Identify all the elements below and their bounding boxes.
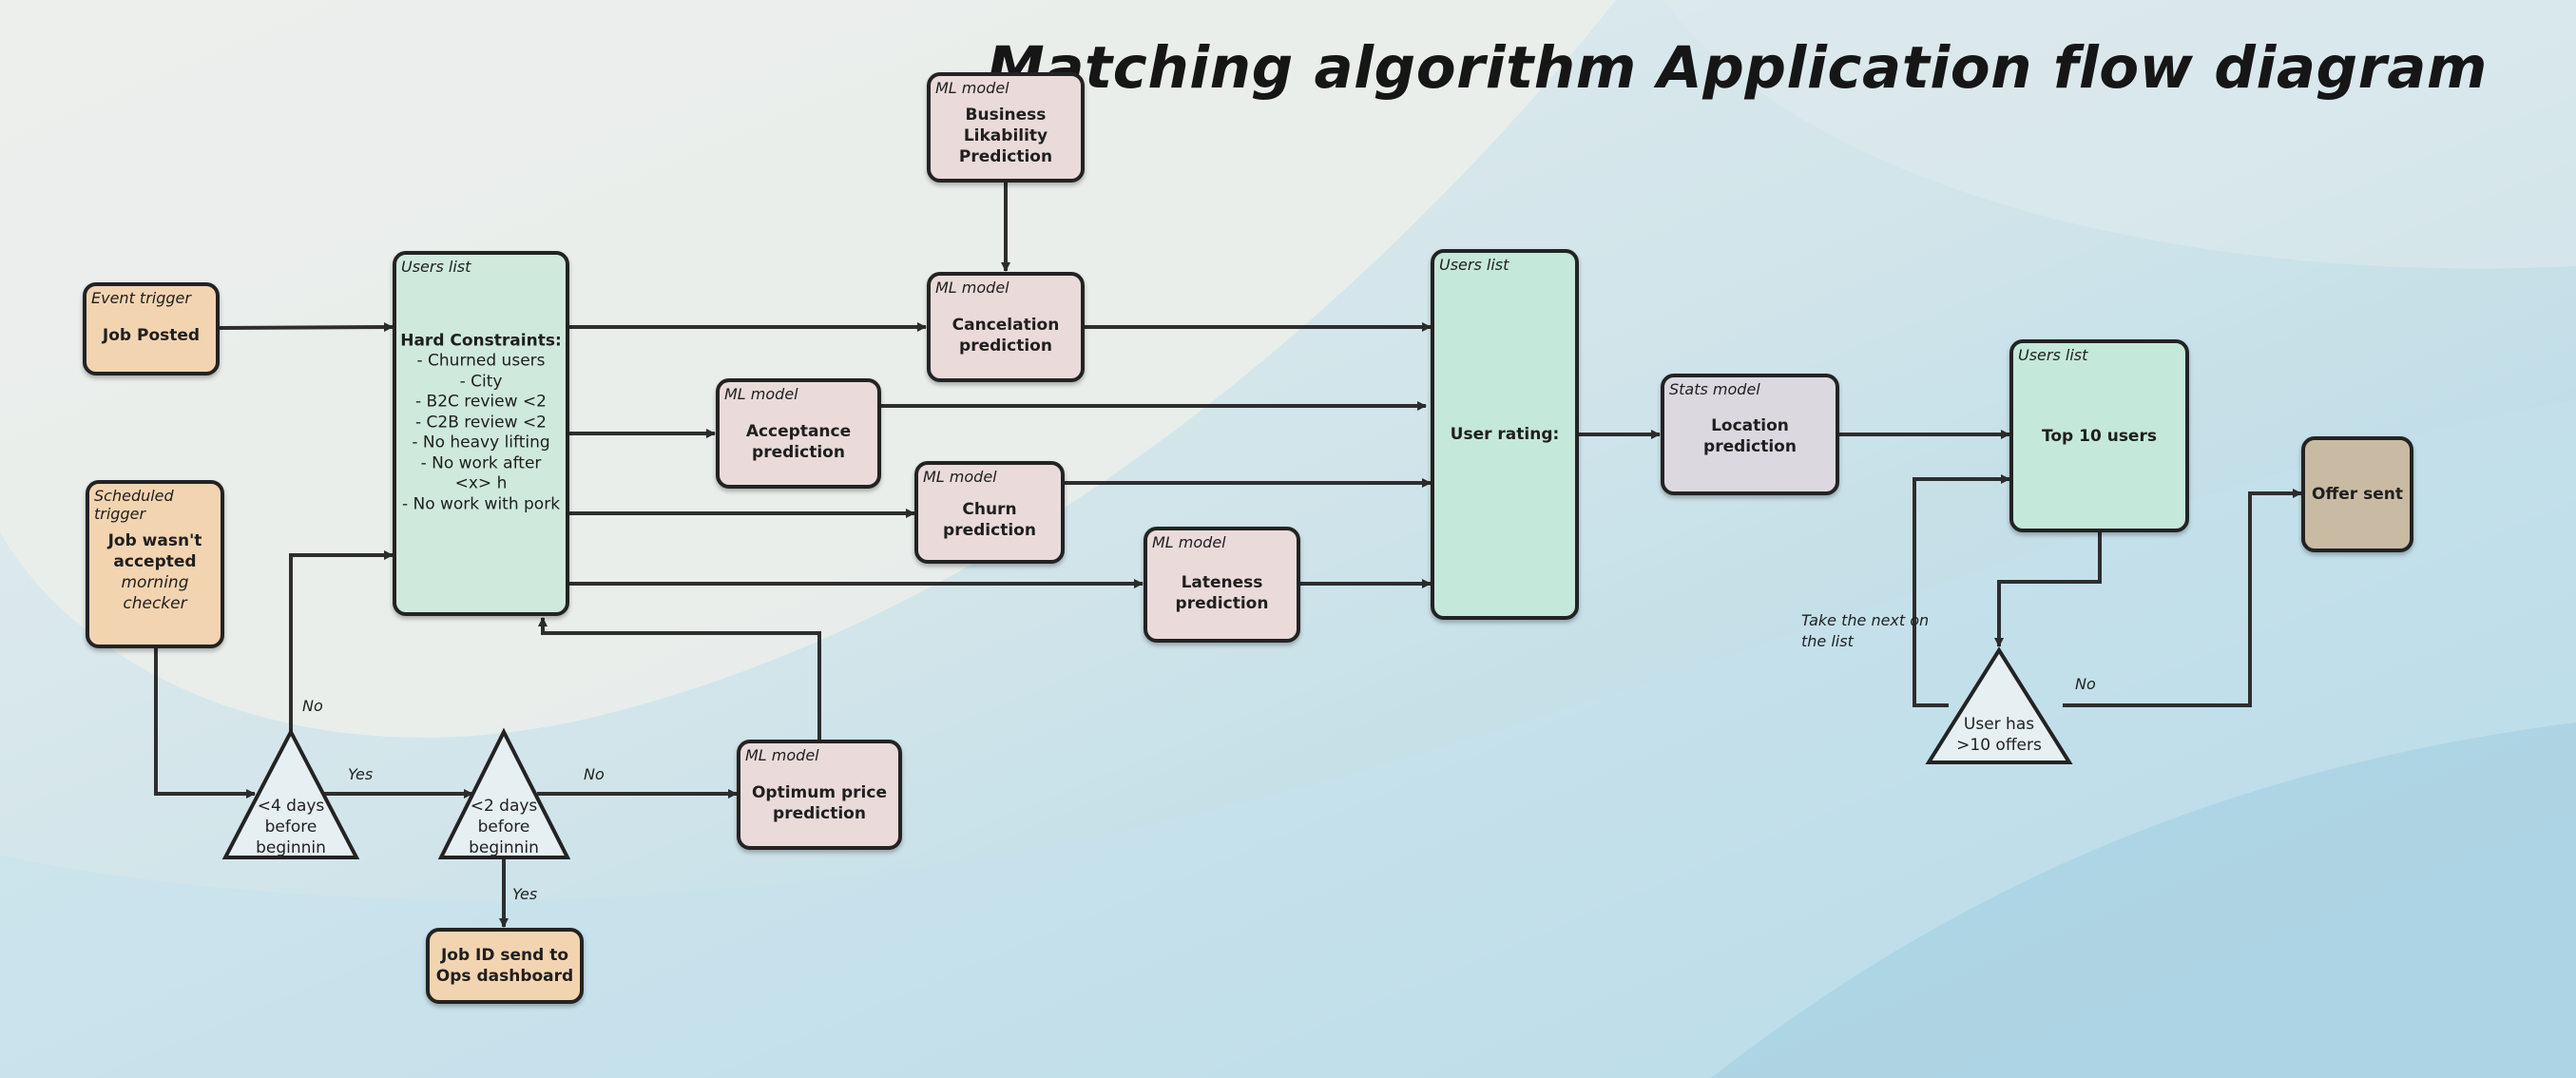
node-churn: ML model Churn prediction [914,461,1065,564]
constraint-item: - No work after <x> h [420,452,542,493]
node-label: Top 10 users [2042,426,2157,446]
edge-label-lt4-yes: Yes [348,765,374,783]
node-tag: Users list [2018,346,2088,364]
node-label: Acceptance prediction [745,421,852,462]
edge-offers-take-next [1913,474,2010,707]
node-tag: Scheduled trigger [94,487,174,523]
edge-jobposted-constraints [219,322,394,333]
constraint-item: - No heavy lifting [412,433,550,452]
edge-label-line: Take the next on [1801,611,1930,629]
node-label: Job ID send to Ops dashboard [435,946,574,986]
node-top10: Users list Top 10 users [2009,339,2189,532]
node-tag: ML model [923,468,997,486]
node-label: Offer sent [2312,485,2403,504]
decision-lt4: <4 days before beginnin [224,796,357,858]
diagram-title: Matching algorithm Application flow diag… [987,34,2488,102]
node-optimum-price: ML model Optimum price prediction [737,740,902,850]
node-job-not-accepted: Scheduled trigger Job wasn't accepted mo… [86,480,224,648]
node-tag: ML model [745,746,819,764]
node-tag: ML model [1152,533,1226,551]
edge-label-lt4-no: No [302,697,323,715]
decision-lt4-shape [221,727,360,859]
node-user-rating: Users list User rating: [1431,249,1579,620]
edge-top10-offers [1994,532,2102,647]
edge-label-offers-no: No [2075,675,2096,693]
node-label: Cancelation prediction [952,315,1060,356]
decision-offers-shape [1925,646,2073,764]
constraint-item: - B2C review <2 [415,392,547,412]
decision-line: User has [1963,715,2035,734]
edge-label-take-next: Take the next on the list [1801,610,1929,652]
node-label: Job Posted [102,326,201,346]
node-tag: ML model [724,385,798,403]
node-label: Location prediction [1703,416,1797,457]
node-tag: Users list [1439,256,1509,274]
constraint-item: - City [459,371,503,391]
node-label: Churn prediction [943,500,1036,540]
constraint-item: - C2B review <2 [415,412,547,432]
decision-line: before [477,818,530,837]
node-tag: Users list [401,258,471,276]
node-acceptance: ML model Acceptance prediction [716,378,881,489]
node-label: User rating: [1450,425,1560,444]
decision-line: >10 offers [1956,736,2042,755]
node-tag: ML model [935,79,1009,97]
node-offer-sent: Offer sent [2301,436,2413,552]
constraints-heading: Hard Constraints: [400,330,562,350]
constraint-item: - No work with pork [401,493,561,513]
node-label: Optimum price prediction [751,782,887,823]
node-label: Job wasn't accepted [107,530,202,571]
node-label: Lateness prediction [1175,573,1269,614]
node-tag: Event trigger [91,289,191,307]
edge-notaccepted-lt4 [154,648,256,799]
decision-line: beginnin [256,838,326,857]
decision-lt2-shape [437,727,571,859]
decision-line: <4 days [257,797,325,816]
node-lateness: ML model Lateness prediction [1144,527,1300,643]
edge-lt4-no-constraints [289,550,394,732]
node-business-likability: ML model Business Likability Prediction [927,72,1085,183]
node-tag: ML model [935,279,1009,297]
edge-label-lt2-no: No [584,765,605,783]
edge-label-lt2-yes: Yes [512,885,538,903]
constraint-item: - Churned users [416,351,546,371]
edge-label-line: the list [1801,632,1854,650]
node-sublabel: morning checker [121,572,189,613]
node-tag: Stats model [1669,380,1760,398]
node-hard-constraints: Users list Hard Constraints: - Churned u… [393,251,569,616]
decision-line: before [264,818,317,837]
node-label: Business Likability Prediction [958,105,1053,166]
node-job-posted: Event trigger Job Posted [83,282,220,375]
node-location: Stats model Location prediction [1661,374,1839,495]
decision-offers: User has >10 offers [1928,714,2070,756]
decision-lt2: <2 days before beginnin [439,796,568,858]
edge-offers-offersent [2063,489,2302,707]
node-ops-dashboard: Job ID send to Ops dashboard [426,928,584,1004]
edge-price-constraints [538,617,821,740]
node-cancelation: ML model Cancelation prediction [927,272,1085,382]
decision-line: beginnin [469,838,539,857]
decision-line: <2 days [470,797,538,816]
